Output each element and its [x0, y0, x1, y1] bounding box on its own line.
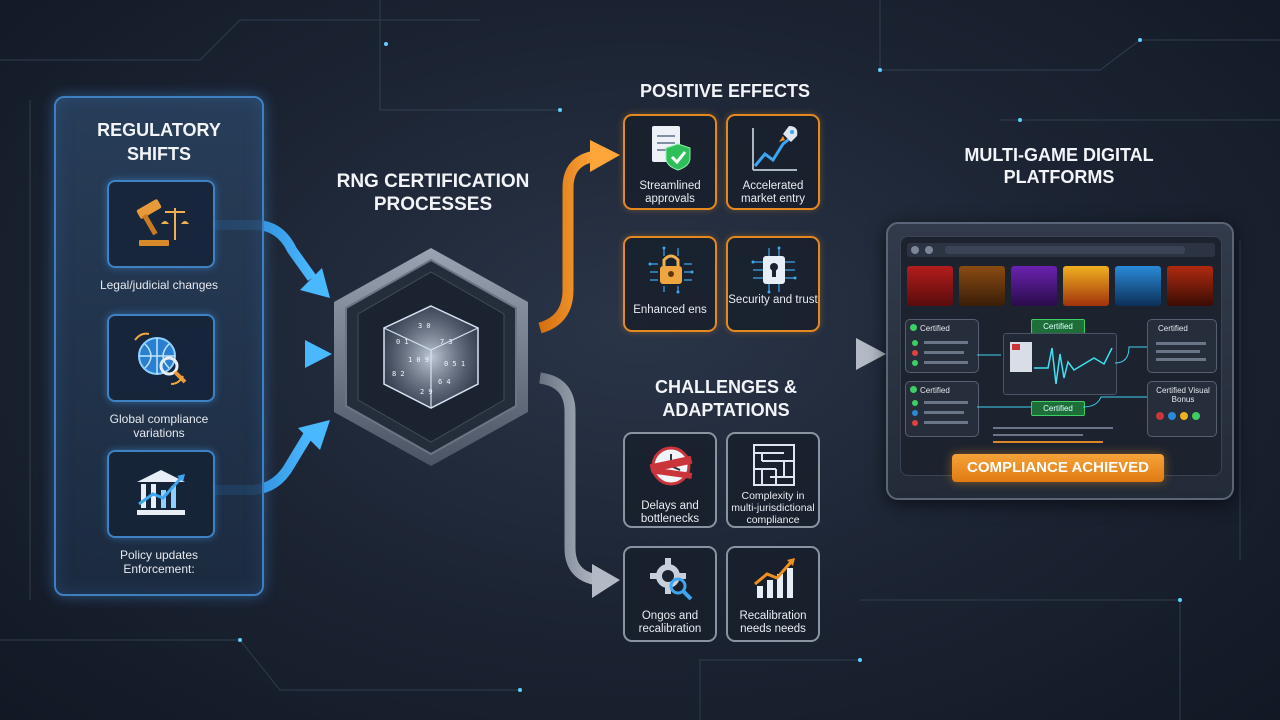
streamlined-approvals-label: Streamlined approvals — [639, 180, 701, 205]
global-compliance-label: Global compliance variations — [109, 412, 209, 440]
accelerated-market-entry-card[interactable]: Accelerated market entry — [726, 114, 820, 210]
cert-card-left-bottom[interactable]: Certified — [905, 381, 979, 437]
svg-text:3 0: 3 0 — [418, 322, 431, 330]
text-line — [993, 441, 1103, 443]
compliance-achieved-badge: COMPLIANCE ACHIEVED — [952, 454, 1164, 482]
text-line — [993, 434, 1083, 436]
text-line — [1156, 350, 1200, 353]
game-thumbnail[interactable] — [1011, 266, 1057, 306]
game-thumbnail[interactable] — [1115, 266, 1161, 306]
cert-card-left-top[interactable]: Certified — [905, 319, 979, 373]
check-icon — [910, 324, 917, 331]
positive-effects-title: POSITIVE EFFECTS — [639, 81, 811, 101]
svg-text:6 4: 6 4 — [438, 378, 451, 386]
text-line — [993, 427, 1113, 429]
connector-lines — [977, 346, 1147, 408]
text-line — [924, 401, 968, 404]
game-thumbnail[interactable] — [959, 266, 1005, 306]
gray-arrow-down — [538, 372, 600, 586]
platform-dashboard: Certified Certified Certified — [886, 222, 1234, 500]
svg-text:0 1: 0 1 — [396, 338, 409, 346]
delays-card[interactable]: Delays and bottlenecks — [623, 432, 717, 528]
enhanced-card[interactable]: Enhanced ens — [623, 236, 717, 332]
complexity-label: Complexity in multi-jurisdictional compl… — [731, 490, 815, 526]
enhanced-label: Enhanced ens — [633, 304, 707, 316]
delays-label: Delays and bottlenecks — [640, 500, 700, 525]
text-line — [924, 351, 964, 354]
check-icon — [910, 386, 917, 393]
coin-icon — [1156, 412, 1164, 420]
legal-changes-card[interactable] — [107, 180, 215, 268]
ongoing-recalibration-card[interactable]: Ongos and recalibration — [623, 546, 717, 642]
security-and-trust-card[interactable]: Security and trust — [726, 236, 820, 332]
svg-text:2 9: 2 9 — [420, 388, 433, 396]
regulatory-shifts-title: REGULATORY SHIFTS — [97, 120, 221, 164]
svg-text:7 3: 7 3 — [440, 338, 453, 346]
text-line — [924, 411, 964, 414]
accelerated-market-entry-label: Accelerated market entry — [741, 180, 805, 205]
window-dot-icon — [925, 246, 933, 254]
svg-text:8 2: 8 2 — [392, 370, 405, 378]
complexity-card[interactable]: Complexity in multi-jurisdictional compl… — [726, 432, 820, 528]
window-dot-icon — [911, 246, 919, 254]
status-dot-icon — [912, 340, 918, 346]
multi-game-platforms-title: MULTI-GAME DIGITAL PLATFORMS — [964, 145, 1154, 187]
recalibration-needs-card[interactable]: Recalibration needs needs — [726, 546, 820, 642]
platform-screen: Certified Certified Certified — [900, 236, 1222, 476]
cert-card-right-top[interactable]: Certified — [1147, 319, 1217, 373]
ongoing-recalibration-label: Ongos and recalibration — [638, 610, 702, 635]
policy-updates-card[interactable] — [107, 450, 215, 538]
regulatory-shifts-panel: REGULATORY SHIFTS Legal/judicial changes — [54, 96, 264, 596]
game-thumbnail[interactable] — [1063, 266, 1109, 306]
digital-cube-icon: 0 1 1 0 98 2 7 3 0 5 1 6 4 2 9 3 0 — [383, 305, 479, 409]
cert-right-top-title: Certified — [1158, 324, 1188, 333]
cert-right-bottom-title: Certified Visual Bonus — [1156, 386, 1210, 404]
svg-text:1 0 9: 1 0 9 — [408, 356, 429, 364]
rng-certification-title: RNG CERTIFICATION PROCESSES — [336, 171, 530, 215]
text-line — [924, 341, 968, 344]
svg-text:0 5 1: 0 5 1 — [444, 360, 465, 368]
text-line — [1156, 358, 1206, 361]
security-and-trust-label: Security and trust — [728, 294, 818, 306]
signal-chart — [1003, 333, 1117, 395]
status-dot-icon — [912, 350, 918, 356]
status-dot-icon — [912, 410, 918, 416]
status-dot-icon — [912, 360, 918, 366]
text-line — [924, 361, 968, 364]
orange-arrow — [538, 150, 598, 334]
legal-changes-label: Legal/judicial changes — [99, 278, 219, 292]
text-line — [924, 421, 968, 424]
coin-icon — [1168, 412, 1176, 420]
cert-left-top-title: Certified — [920, 324, 950, 333]
status-dot-icon — [912, 400, 918, 406]
address-bar[interactable] — [945, 246, 1185, 254]
cert-left-bottom-title: Certified — [920, 386, 950, 395]
text-line — [1156, 342, 1206, 345]
status-dot-icon — [912, 420, 918, 426]
coin-icon — [1192, 412, 1200, 420]
certified-badge-bottom: Certified — [1031, 401, 1085, 416]
recalibration-needs-label: Recalibration needs needs — [739, 610, 807, 635]
challenges-title: CHALLENGES & ADAPTATIONS — [654, 377, 797, 420]
game-thumbnail[interactable] — [1167, 266, 1213, 306]
cert-card-right-bottom[interactable]: Certified Visual Bonus — [1147, 381, 1217, 437]
global-compliance-card[interactable] — [107, 314, 215, 402]
coin-icon — [1180, 412, 1188, 420]
game-thumbnail[interactable] — [907, 266, 953, 306]
policy-updates-label: Policy updates Enforcement: — [119, 548, 199, 576]
streamlined-approvals-card[interactable]: Streamlined approvals — [623, 114, 717, 210]
